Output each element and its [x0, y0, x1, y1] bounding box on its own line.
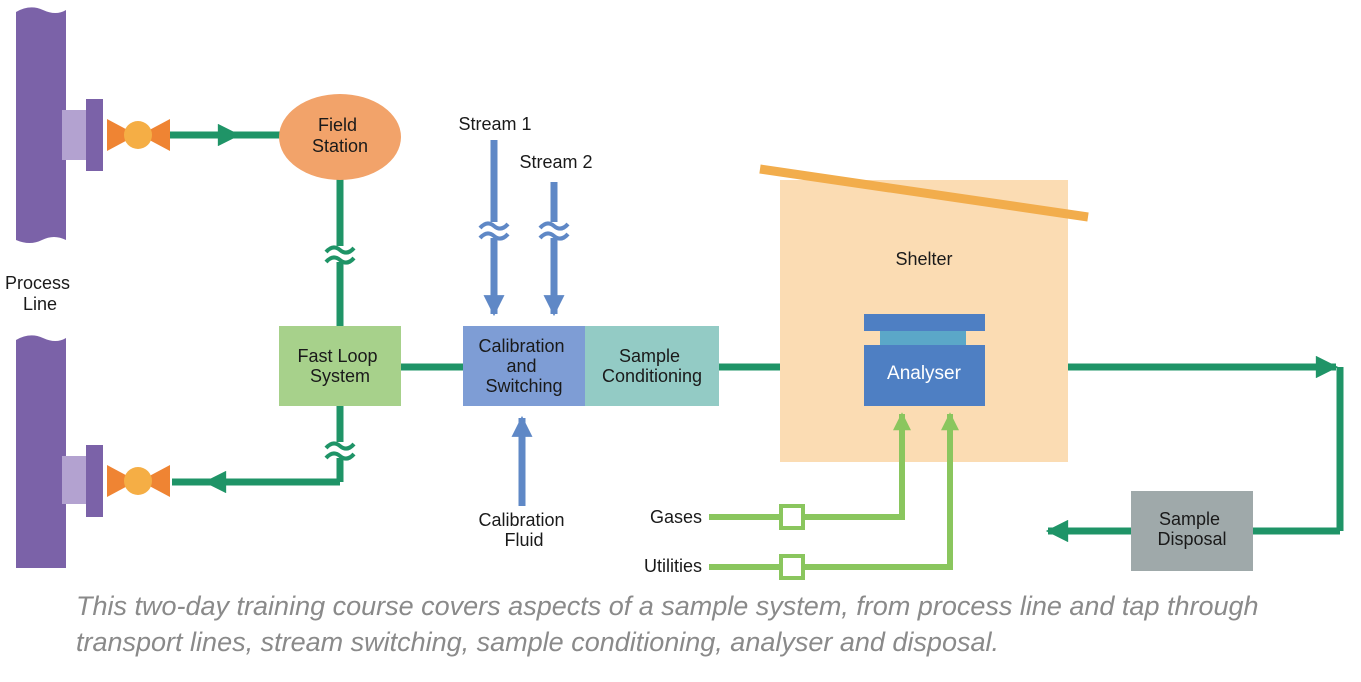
sample-disposal-label: Sample Disposal	[1157, 509, 1226, 549]
stream2-label: Stream 2	[519, 152, 592, 172]
utilities-label: Utilities	[644, 556, 702, 576]
analyser-label: Analyser	[887, 363, 962, 384]
valve-ball-upper	[124, 121, 152, 149]
calibration-switching	[463, 326, 585, 406]
stream-lines	[483, 140, 565, 506]
field-station	[279, 94, 401, 180]
sample-disposal	[1131, 491, 1253, 571]
fast-loop-system	[279, 326, 401, 406]
field-station-label: Field Station	[312, 115, 368, 156]
gases-label: Gases	[650, 507, 702, 527]
sample-conditioning	[585, 326, 719, 406]
shelter-roof	[759, 164, 1089, 222]
calibration-switching-label: Calibration and Switching	[478, 336, 569, 396]
flange-upper	[62, 110, 86, 160]
sample-system-diagram: Field Station Process Line Fast Loop Sys…	[5, 7, 1344, 580]
flange-plate-upper	[86, 99, 103, 171]
valve-body-upper	[107, 119, 137, 151]
caption: This two-day training course covers aspe…	[76, 591, 1259, 657]
flange-lower	[62, 456, 86, 504]
sample-conditioning-label: Sample Conditioning	[602, 346, 702, 386]
process-line-pipes	[16, 7, 66, 568]
stream-break-symbols	[478, 221, 570, 241]
upper-tap	[62, 99, 170, 171]
process-line-label: Process Line	[5, 273, 75, 314]
utilities-regulator	[779, 554, 805, 580]
analyser-top-plate	[864, 314, 985, 331]
stream1-label: Stream 1	[458, 114, 531, 134]
analyser	[864, 345, 985, 406]
fast-loop-label: Fast Loop System	[297, 346, 382, 386]
lower-tap	[62, 445, 170, 517]
valve-body-lower	[107, 465, 137, 497]
line-break-symbols	[324, 245, 356, 461]
flange-plate-lower	[86, 445, 103, 517]
shelter-label: Shelter	[895, 249, 952, 269]
gases-line	[709, 412, 911, 520]
process-pipe-upper	[16, 7, 66, 243]
analyser-cap	[880, 331, 966, 345]
calibration-fluid-label: Calibration Fluid	[478, 510, 569, 550]
process-pipe-lower	[16, 335, 66, 568]
gases-regulator	[779, 504, 805, 530]
valve-ball-lower	[124, 467, 152, 495]
